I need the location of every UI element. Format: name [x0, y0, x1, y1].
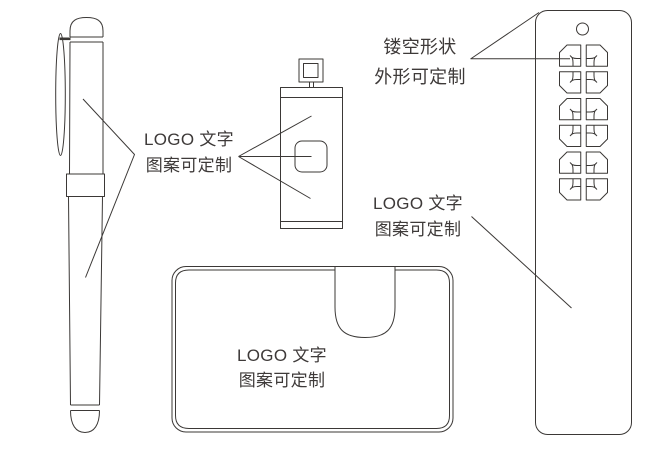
bookmark-illustration	[535, 10, 632, 435]
label-line: LOGO 文字	[144, 130, 234, 149]
card-inner-edge	[175, 269, 450, 429]
lattice-ornament	[559, 98, 608, 147]
label-bookmark-logo-customizable: LOGO 文字 图案可定制	[358, 191, 478, 243]
pen-tip	[70, 410, 100, 433]
bookmark-logo-leader-line	[471, 216, 572, 309]
lattice-ornament	[559, 151, 608, 201]
bookmark-outline	[535, 10, 632, 435]
usb-loop-stem	[309, 82, 314, 88]
usb-drive-illustration	[280, 58, 343, 229]
pen-band	[66, 173, 105, 197]
card-holder-illustration	[171, 266, 454, 433]
pen-cap-rim	[70, 36, 103, 43]
hollow-leader-lines	[470, 12, 570, 60]
card-outer-edge	[171, 266, 454, 433]
usb-body	[280, 87, 343, 229]
label-line: 镂空形状	[383, 37, 457, 57]
line-art-group	[55, 10, 632, 435]
usb-cap-lines	[280, 97, 343, 222]
pen-tip-rings	[70, 404, 100, 411]
label-line: 图案可定制	[145, 156, 233, 175]
label-line: 外形可定制	[374, 67, 466, 87]
label-hollow-shape-customizable: 镂空形状 外形可定制	[355, 32, 485, 92]
label-line: 图案可定制	[238, 371, 326, 390]
usb-loop-outer	[298, 58, 324, 83]
label-line: LOGO 文字	[373, 194, 463, 213]
pen-illustration	[55, 17, 105, 433]
pen-clip	[55, 33, 66, 156]
pen-leader-line	[82, 98, 135, 278]
usb-loop-inner	[303, 63, 319, 78]
pen-cap-dome	[69, 17, 104, 37]
usb-leader-lines	[238, 115, 312, 199]
lattice-ornament	[559, 44, 608, 94]
label-line: LOGO 文字	[237, 346, 327, 365]
callout-lines	[82, 12, 572, 309]
label-pen-usb-customizable: LOGO 文字 图案可定制	[129, 127, 249, 179]
label-card-logo-customizable: LOGO 文字 图案可定制	[222, 343, 342, 393]
card-thumb-cutout	[334, 266, 396, 338]
bookmark-hole	[576, 22, 589, 36]
pen-barrel	[68, 196, 103, 406]
pen-cap-body	[69, 41, 104, 175]
label-line: 图案可定制	[374, 220, 462, 239]
